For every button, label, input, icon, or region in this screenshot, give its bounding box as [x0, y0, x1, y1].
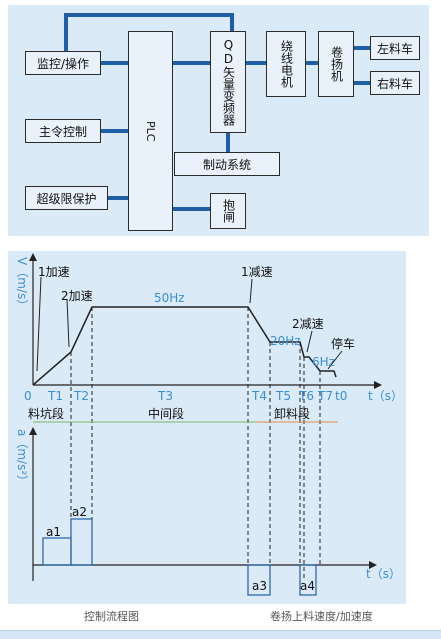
tick-t2: T2: [74, 389, 89, 403]
left-car-label: 左料车: [376, 41, 413, 56]
control-flow-caption: 控制流程图: [84, 610, 139, 623]
motor-box: 绕线电机: [266, 31, 306, 97]
brake-system-label: 制动系统: [202, 157, 251, 172]
plc-box: PLC: [128, 31, 173, 231]
monitor-label: 监控/操作: [36, 56, 90, 71]
segment-unload: 卸料段: [274, 407, 311, 421]
right-car-label: 右料车: [376, 76, 413, 91]
segment-middle: 中间段: [148, 407, 185, 421]
limit-protection-label: 超级限保护: [36, 191, 97, 206]
annotation-dec2: 2减速: [292, 317, 324, 331]
speed-chart-caption: 卷扬上料速度/加速度: [270, 610, 373, 623]
tick-t0: t0: [335, 389, 348, 403]
page-bottom-bar: [0, 630, 441, 639]
hoist-box: 卷扬机: [318, 31, 354, 97]
brake-system-box: 制动系统: [174, 152, 280, 176]
tick-t7: T7: [318, 389, 333, 403]
motor-label: 绕线电机: [279, 40, 294, 88]
accel-label-a2: a2: [72, 505, 87, 519]
accel-block-a4: [299, 564, 317, 596]
tick-t6: T6: [299, 389, 314, 403]
annotation-stop: 停车: [331, 337, 356, 351]
left-car-box: 左料车: [370, 36, 420, 60]
accel-label-a1: a1: [46, 525, 61, 539]
accel-block-a3: [247, 564, 271, 596]
vfd-box: QD矢量变频器: [210, 31, 246, 133]
annotation-dec1: 1减速: [241, 265, 273, 279]
master-control-label: 主令控制: [38, 124, 87, 139]
tick-t3: T3: [158, 389, 173, 403]
annotation-50hz: 50Hz: [154, 291, 185, 305]
limit-protection-box: 超级限保护: [25, 186, 108, 210]
a-axis-label: a（m/s²）: [15, 429, 29, 488]
annotation-acc2: 2加速: [61, 289, 93, 303]
annotation-20hz: 20Hz: [270, 334, 301, 348]
accel-label-a3: a3: [252, 579, 267, 593]
speed-chart-svg: [29, 253, 382, 596]
control-flow-connectors: [64, 13, 370, 211]
vfd-label: QD矢量变频器: [221, 38, 236, 126]
annotation-6hz: 6Hz: [312, 355, 335, 369]
accel-label-a4: a4: [300, 579, 315, 593]
monitor-box: 监控/操作: [25, 51, 101, 75]
accel-block-a1: [42, 537, 72, 566]
brake-box: 抱闸: [210, 193, 246, 229]
v-axis-label: V（m/s）: [15, 257, 29, 312]
segment-pit: 料坑段: [28, 407, 65, 421]
brake-label: 抱闸: [221, 199, 236, 223]
t-axis-label-lower: t（s）: [366, 567, 401, 581]
hoist-label: 卷扬机: [329, 46, 344, 82]
tick-t4: T4: [252, 389, 267, 403]
tick-0: 0: [24, 389, 32, 403]
plc-label: PLC: [144, 120, 157, 142]
right-car-box: 右料车: [370, 71, 420, 95]
control-flow-diagram: 监控/操作 主令控制 超级限保护 PLC QD矢量变频器 绕线电机 卷扬机 左料…: [8, 5, 429, 236]
tick-t1: T1: [48, 389, 63, 403]
annotation-acc1: 1加速: [38, 265, 70, 279]
speed-acceleration-diagram: V（m/s） a（m/s²） t（s） t（s） 1加速 2加速 1减速 2减速…: [8, 251, 406, 604]
t-axis-label-upper: t（s）: [368, 389, 403, 403]
tick-t5: T5: [276, 389, 291, 403]
accel-block-a2: [70, 518, 93, 566]
master-control-box: 主令控制: [25, 119, 101, 143]
